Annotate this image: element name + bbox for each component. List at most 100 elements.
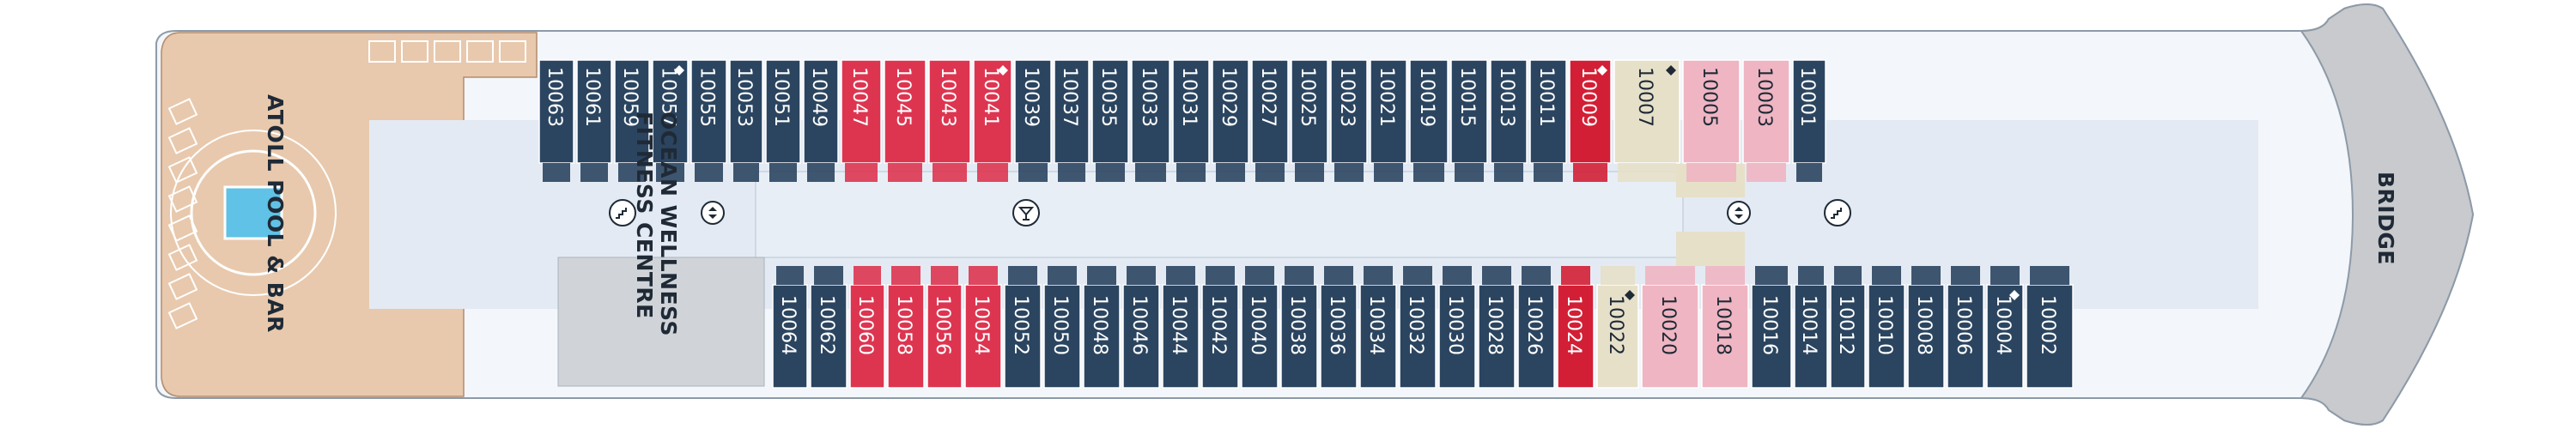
cabin-10024[interactable]: 10024 xyxy=(1557,266,1595,389)
cabin-number: 10032 xyxy=(1405,295,1426,355)
cabin-10060[interactable]: 10060 xyxy=(849,266,885,389)
cabin-number: 10042 xyxy=(1207,295,1229,355)
cabin-10006[interactable]: 10006 xyxy=(1947,266,1984,389)
cabin-10009[interactable]: 10009 xyxy=(1569,59,1612,182)
accessible-marker-icon xyxy=(1666,65,1676,76)
cabin-10008[interactable]: 10008 xyxy=(1907,266,1945,389)
cabin-10035[interactable]: 10035 xyxy=(1091,59,1129,182)
cabin-10015[interactable]: 10015 xyxy=(1450,59,1488,182)
cabin-10033[interactable]: 10033 xyxy=(1131,59,1170,182)
cabin-tab xyxy=(1334,163,1364,182)
cabin-tab xyxy=(1601,266,1635,285)
cabin-number: 10056 xyxy=(932,295,953,355)
cabin-10001[interactable]: 10001 xyxy=(1792,59,1826,182)
cabin-10047[interactable]: 10047 xyxy=(841,59,882,182)
cabin-10029[interactable]: 10029 xyxy=(1212,59,1249,182)
cabin-10051[interactable]: 10051 xyxy=(765,59,801,182)
cabin-tab xyxy=(1872,266,1901,285)
cabin-10061[interactable]: 10061 xyxy=(576,59,612,182)
cabin-10050[interactable]: 10050 xyxy=(1043,266,1081,389)
cabin-number: 10040 xyxy=(1247,295,1268,355)
cabin-block xyxy=(1241,284,1279,389)
cabin-number: 10018 xyxy=(1712,295,1734,355)
cabin-tab xyxy=(1686,163,1736,182)
cabin-tab xyxy=(1911,266,1941,285)
cabin-tab xyxy=(969,266,998,285)
cabin-number: 10025 xyxy=(1297,67,1318,127)
cabin-10026[interactable]: 10026 xyxy=(1517,266,1555,389)
cabin-block xyxy=(765,59,801,164)
cabin-10064[interactable]: 10064 xyxy=(772,266,808,389)
cabin-number: 10049 xyxy=(808,67,829,127)
cabin-10016[interactable]: 10016 xyxy=(1751,266,1792,389)
cabin-tab xyxy=(1166,266,1195,285)
cabin-10034[interactable]: 10034 xyxy=(1359,266,1397,389)
cabin-10003[interactable]: 10003 xyxy=(1742,59,1790,182)
cabin-10018[interactable]: 10018 xyxy=(1701,266,1749,389)
cabin-10052[interactable]: 10052 xyxy=(1004,266,1042,389)
cocktail-icon xyxy=(1012,199,1040,227)
cabin-10032[interactable]: 10032 xyxy=(1399,266,1437,389)
cabin-number: 10030 xyxy=(1444,295,1466,355)
cabin-10031[interactable]: 10031 xyxy=(1172,59,1210,182)
cabin-10012[interactable]: 10012 xyxy=(1830,266,1866,389)
cabin-10014[interactable]: 10014 xyxy=(1794,266,1828,389)
cabin-tab xyxy=(1018,163,1048,182)
cabin-10010[interactable]: 10010 xyxy=(1868,266,1905,389)
cabin-10056[interactable]: 10056 xyxy=(927,266,963,389)
cabin-10043[interactable]: 10043 xyxy=(928,59,971,182)
cabin-10007[interactable]: 10007 xyxy=(1613,59,1680,182)
cabin-block xyxy=(1517,284,1555,389)
cabin-10019[interactable]: 10019 xyxy=(1409,59,1449,182)
lounger xyxy=(434,40,461,63)
cabin-10046[interactable]: 10046 xyxy=(1122,266,1160,389)
cabin-10049[interactable]: 10049 xyxy=(803,59,839,182)
cabin-tab xyxy=(1206,266,1235,285)
cabin-10027[interactable]: 10027 xyxy=(1251,59,1289,182)
cabin-10037[interactable]: 10037 xyxy=(1054,59,1090,182)
cabin-tab xyxy=(695,163,723,182)
cabin-10023[interactable]: 10023 xyxy=(1330,59,1368,182)
cabin-number: 10029 xyxy=(1218,67,1239,127)
cabin-number: 10027 xyxy=(1257,67,1279,127)
cabin-10040[interactable]: 10040 xyxy=(1241,266,1279,389)
cabin-10004[interactable]: 10004 xyxy=(1986,266,2024,389)
cabin-tab xyxy=(1324,266,1353,285)
cabin-10028[interactable]: 10028 xyxy=(1478,266,1516,389)
cabin-10053[interactable]: 10053 xyxy=(729,59,763,182)
cabin-10020[interactable]: 10020 xyxy=(1641,266,1699,389)
cabin-10063[interactable]: 10063 xyxy=(538,59,574,182)
cabin-10042[interactable]: 10042 xyxy=(1201,266,1239,389)
cabin-10054[interactable]: 10054 xyxy=(964,266,1002,389)
cabin-10044[interactable]: 10044 xyxy=(1162,266,1200,389)
cabin-block xyxy=(1251,59,1289,164)
cabin-block xyxy=(576,59,612,164)
accessible-marker-icon xyxy=(1625,290,1635,300)
cabin-10036[interactable]: 10036 xyxy=(1320,266,1358,389)
cabin-number: 10063 xyxy=(544,67,565,127)
cabin-tab xyxy=(1176,163,1206,182)
cabin-10021[interactable]: 10021 xyxy=(1370,59,1407,182)
cabin-10062[interactable]: 10062 xyxy=(810,266,848,389)
cabin-block xyxy=(772,284,808,389)
cabin-10030[interactable]: 10030 xyxy=(1438,266,1476,389)
cabin-10002[interactable]: 10002 xyxy=(2026,266,2074,389)
cabin-10059[interactable]: 10059 xyxy=(614,59,650,182)
cabin-10025[interactable]: 10025 xyxy=(1291,59,1328,182)
wellness-label-line2: FITNESS CENTRE xyxy=(632,112,657,319)
cabin-number: 10058 xyxy=(893,295,914,355)
cabin-10005[interactable]: 10005 xyxy=(1682,59,1741,182)
cabin-10058[interactable]: 10058 xyxy=(887,266,925,389)
cabin-10011[interactable]: 10011 xyxy=(1529,59,1567,182)
cabin-10013[interactable]: 10013 xyxy=(1490,59,1528,182)
cabin-10038[interactable]: 10038 xyxy=(1280,266,1318,389)
cabin-10055[interactable]: 10055 xyxy=(690,59,727,182)
cabin-10045[interactable]: 10045 xyxy=(884,59,927,182)
cabin-10057[interactable]: 10057 xyxy=(652,59,689,182)
cabin-10022[interactable]: 10022 xyxy=(1596,266,1639,389)
cabin-10039[interactable]: 10039 xyxy=(1014,59,1052,182)
cabin-10048[interactable]: 10048 xyxy=(1083,266,1121,389)
cabin-10041[interactable]: 10041 xyxy=(973,59,1012,182)
